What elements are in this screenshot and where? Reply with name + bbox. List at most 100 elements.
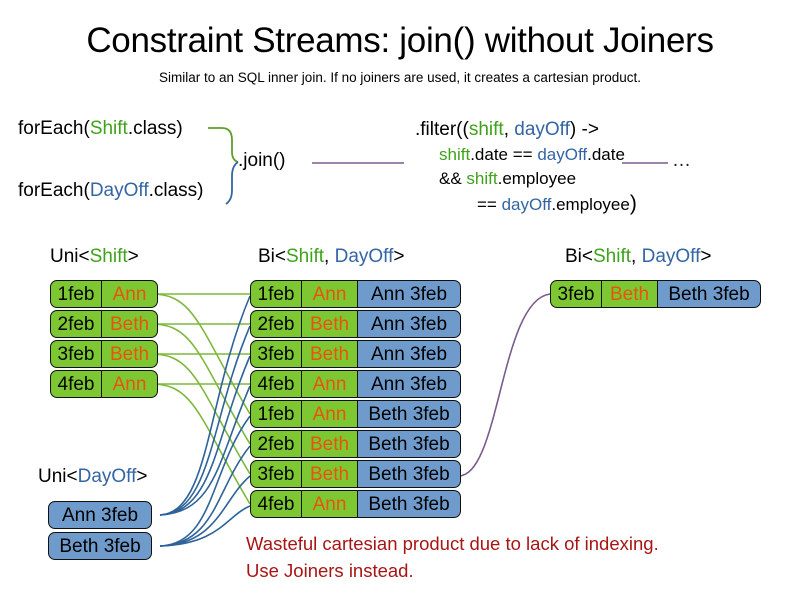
shift-date-cell: 3feb <box>250 340 302 368</box>
param-shift: shift <box>466 168 498 188</box>
label-text: Bi< <box>565 246 593 267</box>
code-text: , <box>503 119 515 140</box>
curve-filtered-result <box>457 293 551 477</box>
param-dayoff: dayOff <box>537 145 588 165</box>
label-text: , <box>324 246 335 267</box>
dayoff-cell: Beth 3feb <box>357 400 461 428</box>
shift-employee-cell: Ann <box>102 280 158 308</box>
shift-date-cell: 3feb <box>50 340 102 368</box>
param-dayoff: dayOff <box>514 119 570 140</box>
dayoff-cell: Beth 3feb <box>357 430 461 458</box>
filter-line-4: == dayOff.employee) <box>415 190 637 219</box>
shift-employee-cell: Beth <box>102 310 158 338</box>
param-shift: shift <box>468 119 504 140</box>
shift-date-cell: 1feb <box>50 280 102 308</box>
shift-employee-cell: Ann <box>302 400 358 428</box>
label-text: Bi< <box>258 246 286 267</box>
shift-date-cell: 4feb <box>250 370 302 398</box>
label-text: , <box>631 246 642 267</box>
code-text: ) <box>629 192 637 216</box>
label-text: Uni< <box>38 466 78 487</box>
brace-shift-to-join <box>208 127 239 163</box>
shift-date-cell: 2feb <box>250 310 302 338</box>
dayoff-cell: Ann 3feb <box>357 280 461 308</box>
page-title: Constraint Streams: join() without Joine… <box>86 21 714 60</box>
code-text: && <box>439 168 467 188</box>
shift-employee-cell: Beth <box>302 460 358 488</box>
code-text: .class) <box>127 118 183 139</box>
shift-date-cell: 3feb <box>550 280 602 308</box>
green-connector-curves <box>151 293 251 505</box>
dayoff-cell: Beth 3feb <box>48 532 152 560</box>
dayoff-cell: Beth 3feb <box>357 490 461 518</box>
code-filter-block: .filter((shift, dayOff) -> shift.date ==… <box>415 117 637 219</box>
code-text: .employee <box>551 195 630 215</box>
dayoff-cell: Ann 3feb <box>357 310 461 338</box>
code-text: forEach( <box>18 118 90 139</box>
shift-employee-cell: Beth <box>302 310 358 338</box>
label-text: > <box>136 466 148 487</box>
filter-line-1: .filter((shift, dayOff) -> <box>415 117 637 143</box>
type-dayoff: DayOff <box>641 246 701 267</box>
warning-note-line-2: Use Joiners instead. <box>246 559 414 581</box>
filter-line-3: && shift.employee <box>415 167 637 190</box>
code-join-call: .join() <box>238 150 286 171</box>
shift-date-cell: 4feb <box>250 490 302 518</box>
label-bi-right: Bi<Shift, DayOff> <box>565 246 711 268</box>
param-shift: shift <box>439 145 471 165</box>
param-dayoff: dayOff <box>501 195 552 215</box>
code-text: .date <box>587 145 625 165</box>
type-shift: Shift <box>593 246 632 267</box>
shift-date-cell: 2feb <box>50 310 102 338</box>
shift-employee-cell: Beth <box>302 340 358 368</box>
dayoff-cell: Ann 3feb <box>357 340 461 368</box>
brace-dayoff-to-join <box>225 161 239 205</box>
label-text: Uni< <box>50 246 90 267</box>
shift-employee-cell: Ann <box>102 370 158 398</box>
tuple-row: Ann 3feb <box>48 501 152 529</box>
label-text: > <box>700 246 712 267</box>
dayoff-cell: Ann 3feb <box>48 501 152 529</box>
shift-employee-cell: Beth <box>102 340 158 368</box>
code-foreach-shift: forEach(Shift.class) <box>18 118 183 140</box>
type-shift: Shift <box>89 118 128 139</box>
code-text: .date == <box>470 145 538 165</box>
type-dayoff: DayOff <box>334 246 394 267</box>
label-text: > <box>127 246 139 267</box>
type-dayoff: DayOff <box>77 466 137 487</box>
filter-line-2: shift.date == dayOff.date <box>415 143 637 166</box>
code-text: forEach( <box>18 180 90 201</box>
code-foreach-dayoff: forEach(DayOff.class) <box>18 180 204 202</box>
code-text: .class) <box>148 180 204 201</box>
label-bi-middle: Bi<Shift, DayOff> <box>258 246 404 268</box>
label-uni-dayoff: Uni<DayOff> <box>38 466 148 488</box>
dayoff-cell: Ann 3feb <box>357 370 461 398</box>
shift-employee-cell: Ann <box>302 490 358 518</box>
shift-date-cell: 1feb <box>250 280 302 308</box>
blue-connector-curves <box>159 295 251 547</box>
shift-date-cell: 2feb <box>250 430 302 458</box>
type-dayoff: DayOff <box>89 180 149 201</box>
type-shift: Shift <box>89 246 128 267</box>
code-text: ) -> <box>569 119 599 140</box>
code-text: == <box>477 195 502 215</box>
shift-employee-cell: Ann <box>302 280 358 308</box>
type-shift: Shift <box>286 246 325 267</box>
shift-employee-cell: Beth <box>302 430 358 458</box>
label-uni-shift: Uni<Shift> <box>50 246 139 268</box>
warning-note-line-1: Wasteful cartesian product due to lack o… <box>246 533 659 554</box>
code-text: .filter(( <box>415 119 469 140</box>
code-text: .employee <box>497 168 577 188</box>
shift-employee-cell: Ann <box>302 370 358 398</box>
page-subtitle: Similar to an SQL inner join. If no join… <box>159 70 641 85</box>
